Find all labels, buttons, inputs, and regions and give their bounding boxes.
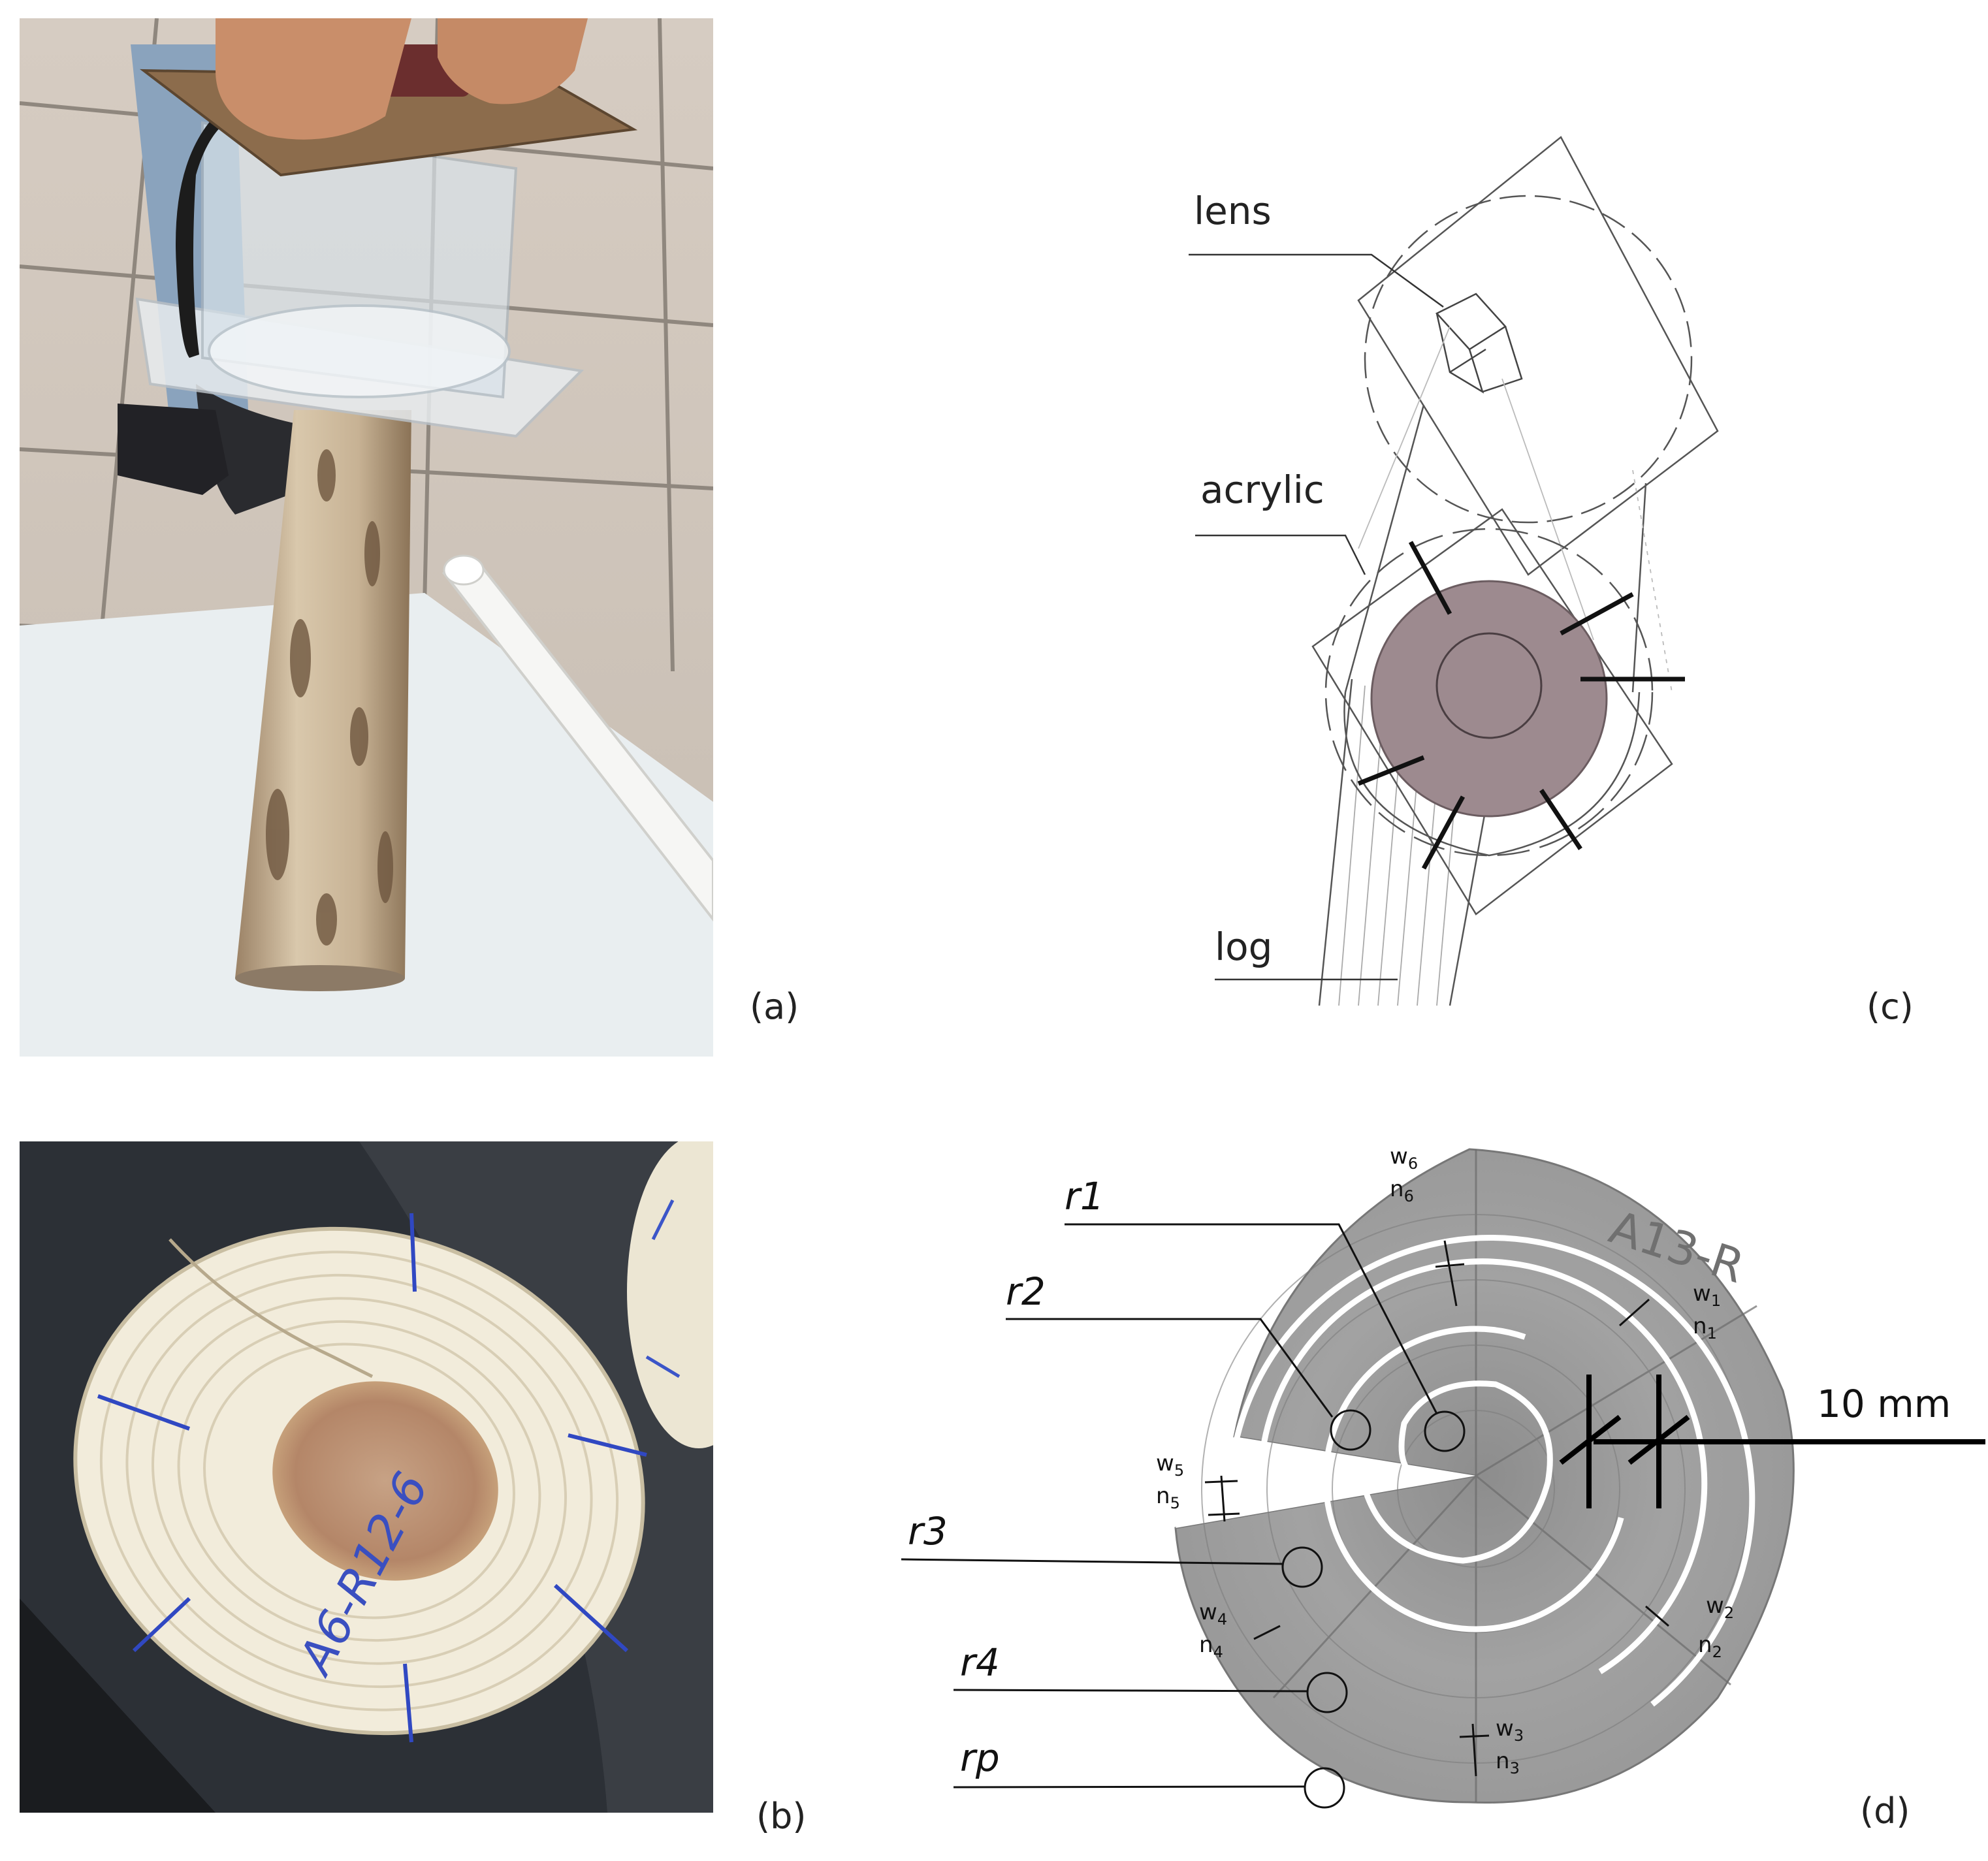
log-shadow — [235, 965, 405, 991]
svg-text:n4: n4 — [1199, 1632, 1223, 1661]
photo-panel-b: A6-R12-6 — [20, 1141, 713, 1813]
lower-circle-dashed — [1324, 528, 1654, 857]
svg-text:w3: w3 — [1496, 1715, 1524, 1745]
r2-leader — [1006, 1318, 1334, 1418]
r3-label: r3 — [908, 1509, 948, 1553]
acrylic-square — [1311, 508, 1673, 915]
r1-leader — [1065, 1223, 1438, 1414]
white-ring-r4 — [1231, 1235, 1756, 1707]
growth-rings — [99, 1250, 619, 1711]
marker-1: w1 n1 — [1693, 1280, 1721, 1343]
blue-marker-lines — [97, 1213, 647, 1743]
log-cross-section-disc — [1370, 580, 1608, 818]
panel-label-a: (a) — [750, 986, 799, 1027]
marker-ticks — [1204, 1240, 1669, 1777]
marker-3: w3 n3 — [1496, 1715, 1524, 1777]
r4-label: r4 — [960, 1640, 1000, 1685]
photo-panel-a — [20, 18, 713, 1057]
marker-6: w6 n6 — [1390, 1143, 1418, 1205]
lens-callout: lens — [1194, 189, 1272, 233]
photo-log-cross-section: A6-R12-6 — [20, 1141, 713, 1813]
point-rp — [1304, 1767, 1345, 1809]
marker-5: w5 n5 — [1156, 1450, 1184, 1512]
scale-bar-label: 10 mm — [1817, 1382, 1951, 1426]
log-callout: log — [1215, 925, 1272, 969]
diagram-panel-d: A13-R r1 r2 r3 r4 rp — [869, 1110, 1985, 1828]
r3-leader — [901, 1558, 1283, 1565]
diagram-panel-c: lens acrylic log — [1136, 104, 1724, 1019]
point-r2 — [1330, 1409, 1371, 1451]
point-r1 — [1424, 1410, 1466, 1452]
annotated-cross-section: A13-R r1 r2 r3 r4 rp — [901, 1143, 1985, 1809]
panel-label-d: (d) — [1860, 1790, 1910, 1832]
box-wall-right — [1631, 483, 1647, 693]
setup-line-drawing: lens acrylic log — [1189, 136, 1719, 1006]
box-wall-left — [1344, 404, 1425, 693]
svg-text:w5: w5 — [1156, 1450, 1184, 1480]
box-bottom-ring — [208, 304, 511, 398]
r4-leader — [953, 1689, 1308, 1693]
marker-2: w2 n2 — [1698, 1593, 1734, 1661]
lens-leader — [1189, 253, 1444, 308]
svg-text:n1: n1 — [1693, 1313, 1717, 1343]
paper-roll-end — [443, 554, 485, 586]
second-log-end — [627, 1141, 713, 1448]
hand-left — [216, 18, 411, 140]
svg-text:n3: n3 — [1496, 1748, 1520, 1777]
white-ring-r2 — [1323, 1326, 1629, 1632]
bark-patches — [266, 449, 393, 946]
scale-bar-10mm — [1559, 1375, 1985, 1508]
svg-text:w1: w1 — [1693, 1280, 1721, 1310]
person-shoe — [196, 384, 315, 515]
hand-right — [438, 18, 588, 104]
white-ring-r1 — [1362, 1380, 1553, 1564]
camera-strap — [176, 103, 235, 358]
point-r4 — [1306, 1672, 1348, 1713]
r1-label: r1 — [1065, 1174, 1104, 1218]
person-shoe-left — [118, 404, 229, 495]
r2-label: r2 — [1006, 1269, 1046, 1314]
white-ring-r3 — [1257, 1258, 1708, 1674]
lens-cube — [1435, 293, 1523, 394]
lid-square — [1357, 136, 1719, 576]
measurement-radii — [1357, 541, 1685, 870]
svg-text:n5: n5 — [1156, 1483, 1180, 1512]
acrylic-callout: acrylic — [1200, 468, 1324, 512]
rp-label: rp — [960, 1736, 1000, 1780]
inner-ring — [1435, 632, 1543, 739]
panel-label-c: (c) — [1867, 986, 1914, 1027]
svg-text:w2: w2 — [1706, 1593, 1734, 1622]
acrylic-leader — [1195, 534, 1366, 575]
radial-crack — [168, 1238, 374, 1378]
svg-text:w4: w4 — [1199, 1599, 1227, 1629]
photo-log-setup — [20, 18, 713, 1057]
upper-circle-dashed — [1364, 195, 1693, 524]
lower-circle-solid — [1343, 692, 1641, 857]
svg-text:n2: n2 — [1698, 1632, 1722, 1661]
panel-label-b: (b) — [756, 1796, 807, 1837]
heartwood — [272, 1381, 498, 1581]
marker-4: w4 n4 — [1199, 1599, 1227, 1661]
point-r3 — [1281, 1546, 1323, 1588]
svg-text:n6: n6 — [1390, 1176, 1414, 1205]
log-outline-left — [1318, 678, 1353, 1006]
svg-text:w6: w6 — [1390, 1143, 1418, 1173]
